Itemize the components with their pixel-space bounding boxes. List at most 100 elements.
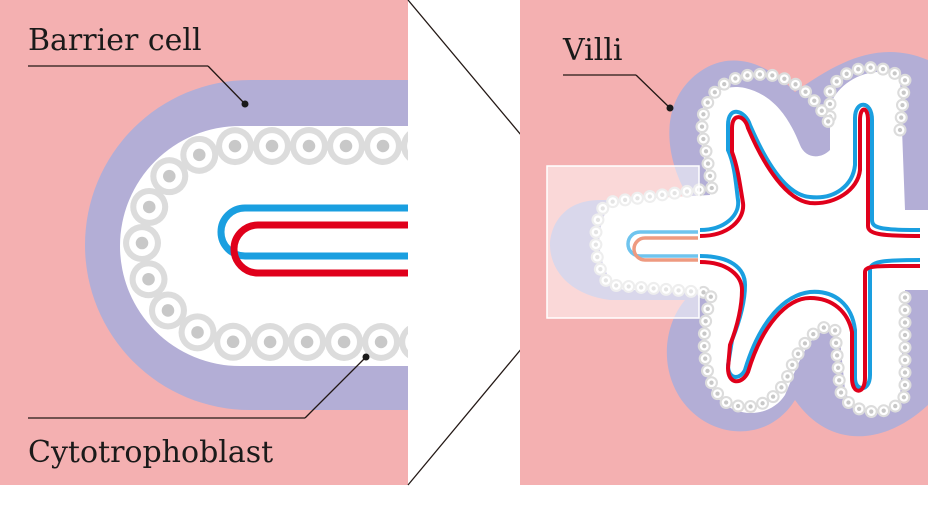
cytotrophoblast-cell: [831, 361, 845, 375]
cytotrophoblast-cells: [123, 127, 408, 361]
cytotrophoblast-cell: [696, 285, 710, 299]
cytotrophoblast-cell: [898, 328, 912, 342]
cytotrophoblast-cell: [840, 67, 854, 81]
cytotrophoblast-cell: [774, 380, 788, 394]
cytotrophoblast-cell: [696, 132, 710, 146]
cytotrophoblast-cell: [851, 62, 865, 76]
cytotrophoblast-cell: [701, 157, 715, 171]
cytotrophoblast-cell: [777, 72, 791, 86]
cytotrophoblast-cell: [898, 315, 912, 329]
cytotrophoblast-cell: [695, 120, 709, 134]
villi-pointer-dot: [666, 104, 674, 112]
cytotrophoblast-cell: [817, 321, 831, 335]
cytotrophoblast-cell: [325, 323, 364, 361]
cytotrophoblast-cell: [399, 325, 408, 359]
artery-vessel: [699, 260, 921, 393]
cytotrophoblast-cell: [327, 127, 365, 166]
cytotrophoblast-cell: [178, 313, 217, 352]
villi-label: Villi: [562, 33, 623, 68]
cytotrophoblast-cell: [699, 314, 713, 328]
cytotrophoblast-cell: [704, 376, 718, 390]
magnified-region-highlight: [546, 165, 700, 319]
cytotrophoblast-cell: [897, 86, 911, 100]
cytotrophoblast-cell: [214, 322, 253, 361]
cytotrophoblast-cell: [705, 181, 719, 195]
cytotrophoblast-cell: [897, 390, 911, 404]
cytotrophoblast-cell: [898, 340, 912, 354]
cytotrophoblast-cell: [717, 77, 731, 91]
cytotrophoblast-cells: [589, 61, 912, 419]
villi-leader-diag: [635, 74, 671, 109]
cytotrophoblast-cell: [728, 72, 742, 86]
cytotrophoblast-cell: [753, 67, 767, 81]
artery-vessel: [699, 107, 921, 238]
cytotrophoblast-cell: [894, 111, 908, 125]
cytotrophoblast-cell: [876, 62, 890, 76]
small-artery: [632, 236, 698, 262]
cytotrophoblast-cell: [711, 387, 725, 401]
cytotrophoblast-cell: [877, 404, 891, 418]
cytotrophoblast-cell: [834, 386, 848, 400]
cytotrophoblast-cell: [806, 327, 820, 341]
cytotrophoblast-cell: [216, 127, 255, 166]
villi-core: [599, 71, 928, 414]
cytotrophoblast-cell: [697, 327, 711, 341]
barrier-cell-pointer-dot: [241, 100, 249, 108]
right-panel: Villi: [520, 0, 928, 485]
cytotrophoblast-cell: [701, 364, 715, 378]
cytotrophoblast-cell: [703, 169, 717, 183]
cytotrophoblast-cell: [697, 339, 711, 353]
cytotrophoblast-cell: [701, 96, 715, 110]
cytotrophoblast-cell: [832, 373, 846, 387]
cytotrophoblast-cell: [815, 104, 829, 118]
cytotrophoblast-cell: [798, 336, 812, 350]
cytotrophoblast-cell: [704, 290, 718, 304]
cytotrophoblast-cell: [785, 358, 799, 372]
cytotrophoblast-cell: [823, 85, 837, 99]
villi-vessels: [699, 102, 921, 393]
cytotrophoblast-cell: [150, 157, 189, 196]
cytotrophoblast-cell: [841, 395, 855, 409]
barrier-cell-label: Barrier cell: [28, 23, 202, 58]
cytotrophoblast-cell: [129, 260, 168, 299]
cytotrophoblast-cell: [898, 73, 912, 87]
cytotrophoblast-cell: [731, 399, 745, 413]
cytotrophoblast-cell: [253, 127, 291, 165]
cytotrophoblast-cell: [756, 396, 770, 410]
cytotrophoblast-label: Cytotrophoblast: [28, 435, 273, 470]
cytotrophoblast-cell: [898, 353, 912, 367]
cytotrophoblast-cell: [251, 323, 290, 361]
vein-vessel: [699, 102, 921, 232]
cytotrophoblast-cell: [708, 85, 722, 99]
cytotrophoblast-leader-diag: [304, 356, 367, 419]
cytotrophoblast-cell: [699, 144, 713, 158]
cytotrophoblast-cell: [130, 187, 169, 226]
cytotrophoblast-cell: [701, 302, 715, 316]
cytotrophoblast-cell: [180, 135, 219, 174]
cytotrophoblast-cell: [401, 131, 408, 161]
cytotrophoblast-cell: [830, 74, 844, 88]
cytotrophoblast-cell: [288, 323, 327, 361]
cytotrophoblast-cell: [799, 85, 813, 99]
cytotrophoblast-cell: [898, 378, 912, 392]
cytotrophoblast-cell: [744, 399, 758, 413]
artery-vessel: [230, 221, 408, 277]
cytotrophoblast-cell: [898, 365, 912, 379]
cytotrophoblast-cell: [719, 395, 733, 409]
cytotrophoblast-cell: [888, 66, 902, 80]
cytotrophoblast-cell: [807, 94, 821, 108]
cytotrophoblast-cell: [789, 77, 803, 91]
cytotrophoblast-cell: [290, 127, 328, 165]
cytotrophoblast-cell: [362, 323, 401, 361]
cytotrophoblast-cell: [781, 369, 795, 383]
cytotrophoblast-cell: [864, 61, 878, 75]
cytotrophoblast-cell: [898, 303, 912, 317]
cytotrophoblast-cell: [698, 352, 712, 366]
cytotrophoblast-cell: [821, 114, 835, 128]
cytotrophoblast-cell: [123, 224, 162, 263]
cytotrophoblast-cell: [893, 123, 907, 137]
cytotrophoblast-cell: [829, 336, 843, 350]
cytotrophoblast-cell: [148, 291, 187, 330]
cytotrophoblast-pointer-dot: [362, 353, 370, 361]
